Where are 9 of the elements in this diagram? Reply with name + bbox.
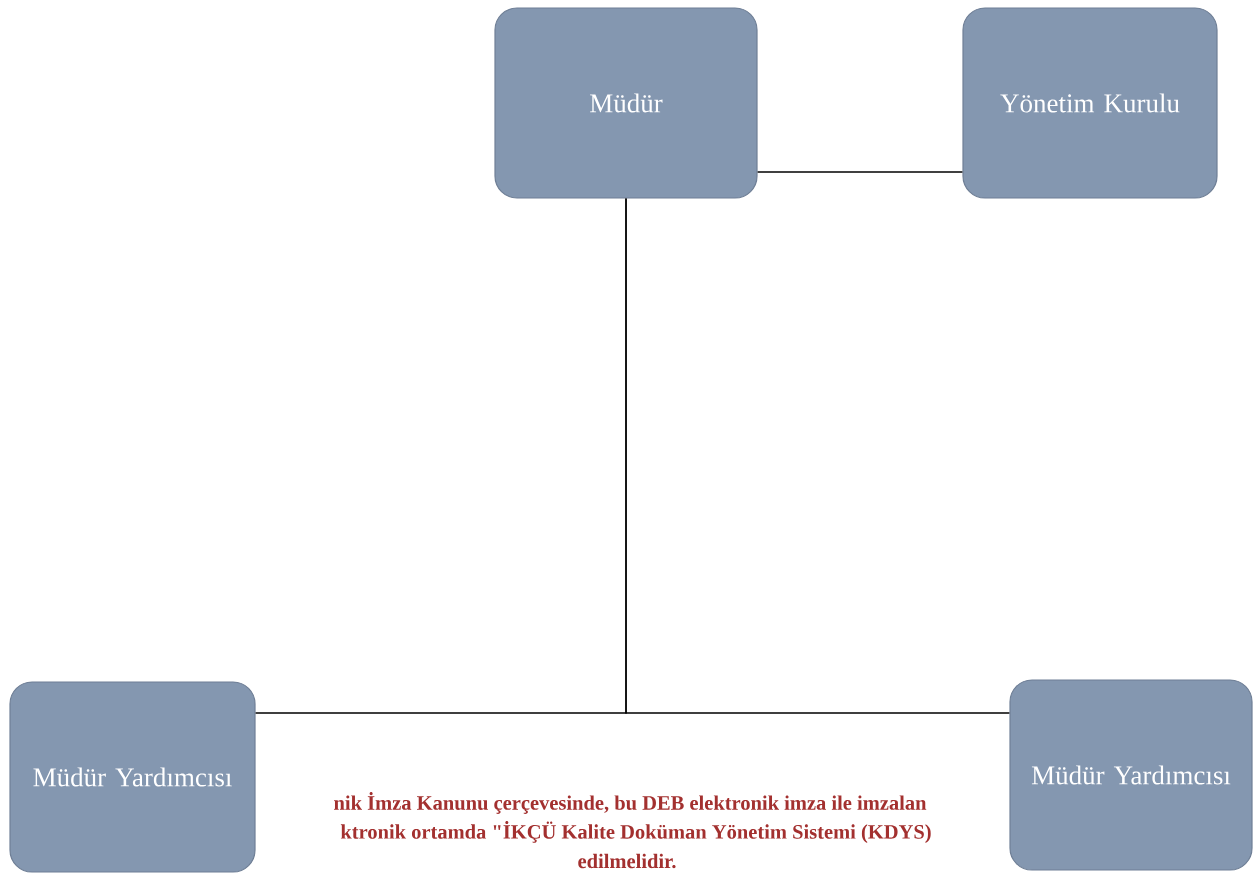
note-text: ktronik ortamda "İKÇÜ Kalite Doküman Yönetim Sistemi (KDYS) [340,821,931,843]
note-text: edilmelidir. [578,853,676,869]
rounded-box: Yönetim Kurulu [962,7,1218,199]
connector-line [625,197,1011,714]
connector-line [756,171,964,173]
note-text: nik İmza Kanunu çerçevesinde, bu DEB elektronik imza ile imzalan [334,792,927,814]
rounded-box: Müdür Yardımcısı [1009,679,1253,871]
rounded-box: Müdür Yardımcısı [9,681,256,873]
rounded-box: Müdür [494,7,758,199]
